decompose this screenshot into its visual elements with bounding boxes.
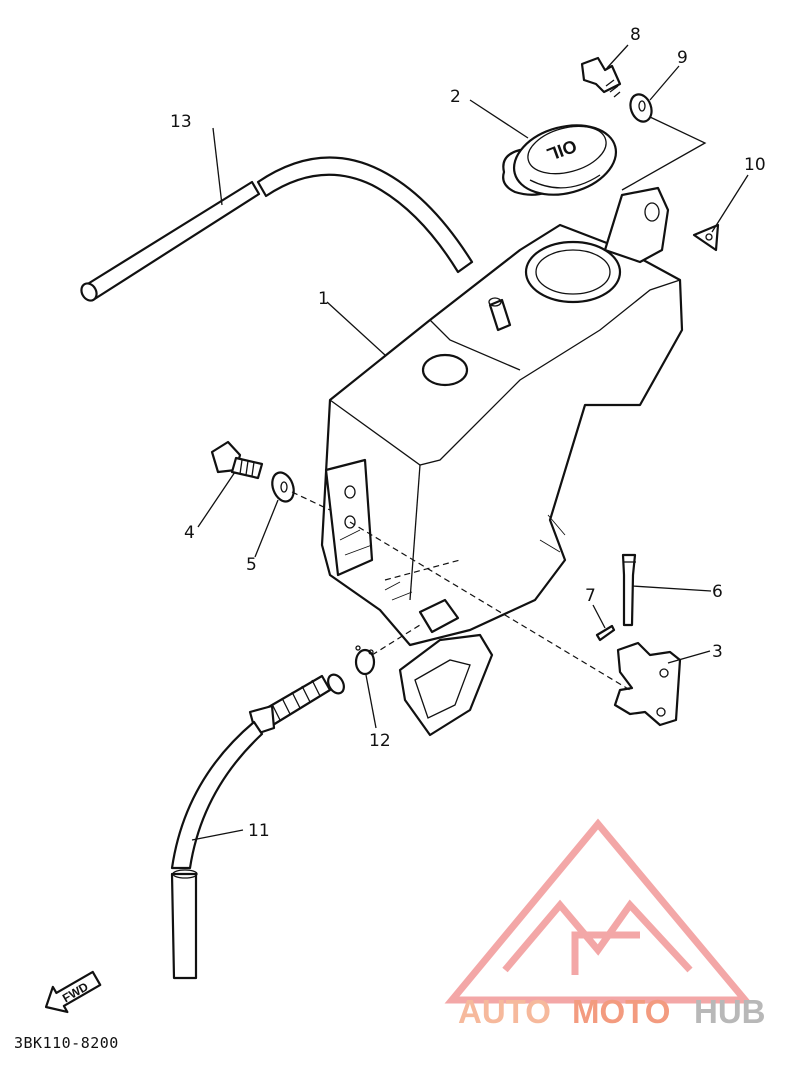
callout-4: 4 [184,523,195,543]
callout-8: 8 [630,25,641,45]
part-13-breather-hose [80,156,474,302]
part-3-bracket [613,641,682,727]
part-7-clip [595,624,616,642]
callout-3: 3 [712,642,723,662]
dash-5-to-tank [291,491,331,511]
callout-11: 11 [248,821,270,841]
drawing-code: 3BK110-8200 [14,1034,119,1052]
part-12-clamp [354,645,376,676]
dash-tank-to-bracket [349,521,631,691]
callout-10: 10 [744,155,766,175]
callout-12: 12 [369,731,391,751]
callout-9: 9 [677,48,688,68]
watermark-auto: AUTO [458,993,551,1030]
part-8-screw [580,56,622,98]
part-1-oil-tank [320,186,684,737]
dash-tank-lower [384,559,461,581]
part-6-pin [621,553,637,627]
leader-9-to-bracket [621,116,707,191]
watermark-text: AUTO MOTO HUB [458,993,766,1030]
watermark-moto: MOTO [572,993,670,1030]
watermark-logo [444,818,753,1004]
part-2-tank-cap: OIL [502,124,618,196]
callout-6: 6 [712,582,723,602]
callout-numbers: 1 2 3 4 5 6 7 8 9 10 11 12 13 [170,25,766,841]
callout-2: 2 [450,87,461,107]
callout-13: 13 [170,112,192,132]
callout-1: 1 [318,289,329,309]
callout-5: 5 [246,555,257,575]
callout-7: 7 [585,586,596,606]
part-4-bolt [210,440,264,480]
fwd-arrow-icon: FWD [44,970,102,1014]
part-9-washer [629,93,653,123]
watermark-hub: HUB [694,993,766,1030]
leader-lines [191,44,749,841]
part-11-outlet-hose [170,673,345,980]
part-5-washer [271,471,295,503]
